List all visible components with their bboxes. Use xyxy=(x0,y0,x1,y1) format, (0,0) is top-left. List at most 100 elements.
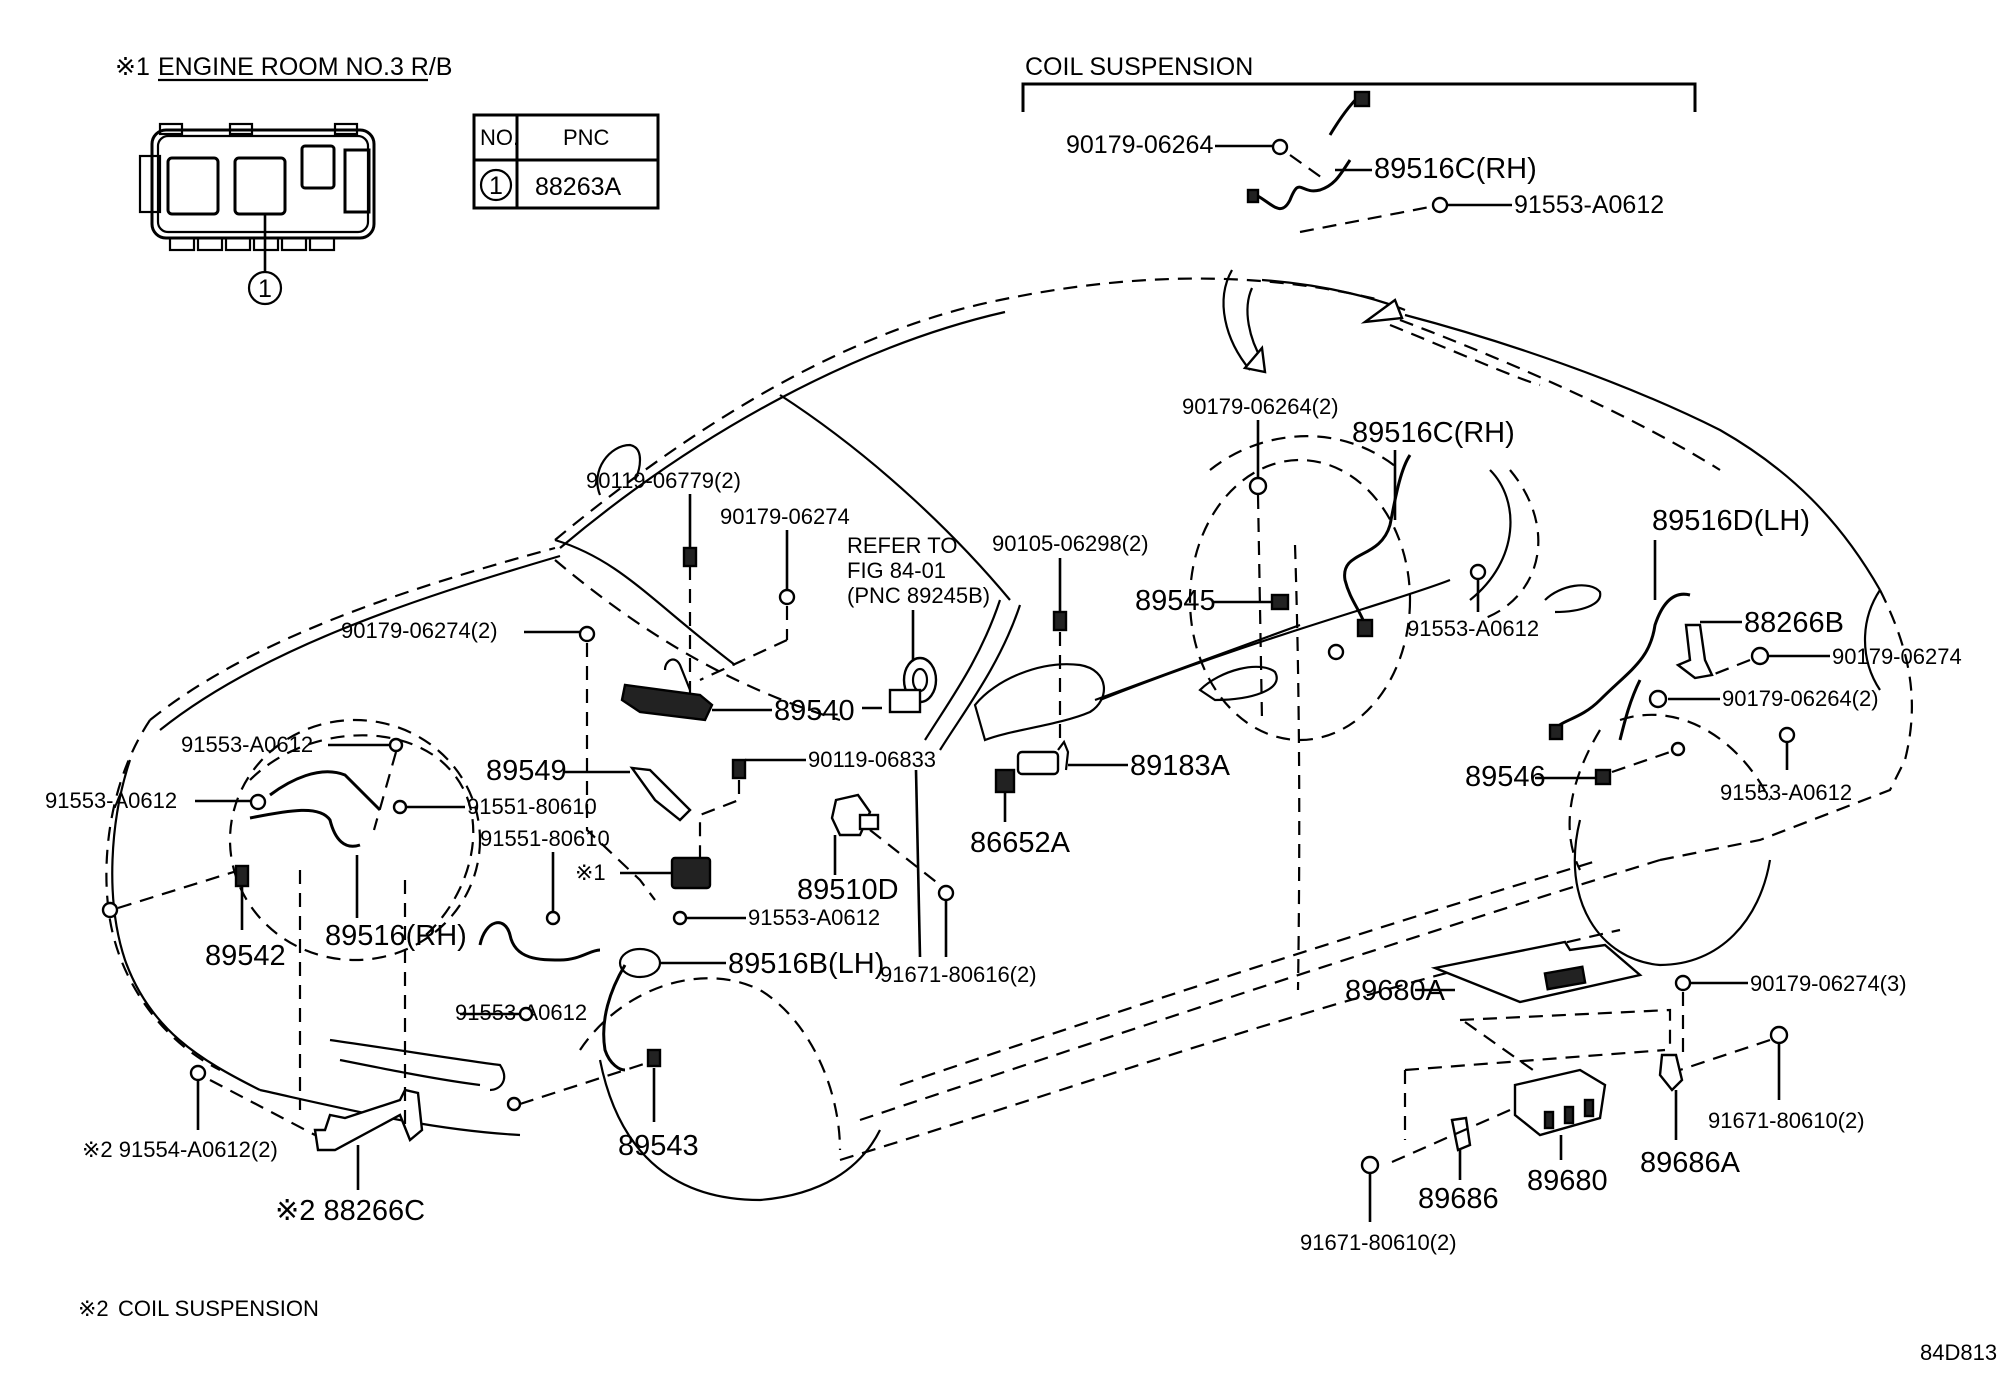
bracket-89549-icon xyxy=(629,766,692,822)
bolt-icon xyxy=(392,799,408,815)
label-90179-06274-2: 90179-06274(2) xyxy=(341,618,498,643)
label-91553-a0612-rear: 91553-A0612 xyxy=(1720,780,1852,805)
refer-to-line2: FIG 84-01 xyxy=(847,558,946,583)
bolt-icon xyxy=(1469,563,1487,581)
front-lh-sensor-harness-icon xyxy=(478,921,601,962)
label-91671-80610-lower: 91671-80610(2) xyxy=(1300,1230,1457,1255)
label-90119-06833: 90119-06833 xyxy=(808,747,936,772)
label-89516d-lh: 89516D(LH) xyxy=(1652,505,1810,537)
yaw-sensor-icon xyxy=(620,658,714,722)
label-89549: 89549 xyxy=(486,755,567,787)
bolt-icon xyxy=(1769,1025,1789,1045)
coil-suspension-title: COIL SUSPENSION xyxy=(1025,53,1253,81)
label-90105-06298: 90105-06298(2) xyxy=(992,531,1149,556)
bolt-icon xyxy=(672,910,688,926)
nut-icon xyxy=(1750,646,1770,666)
coil-suspension-bracket xyxy=(1021,82,1697,112)
bolt-icon xyxy=(101,901,119,919)
label-90119-06779: 90119-06779(2) xyxy=(586,468,741,493)
bolt-icon xyxy=(682,546,698,568)
label-89543: 89543 xyxy=(618,1130,699,1162)
rear-lh-sensor-harness-icon xyxy=(1553,592,1691,731)
label-91554-a0612: ※2 91554-A0612(2) xyxy=(82,1137,278,1162)
bolt-icon xyxy=(1052,610,1068,632)
footnote-text: COIL SUSPENSION xyxy=(118,1296,319,1321)
label-91553-a0612-mid: 91553-A0612 xyxy=(748,905,880,930)
bolt-icon xyxy=(506,1096,522,1112)
relay-box-icon xyxy=(138,122,376,272)
front-rh-sensor-harness-icon xyxy=(269,770,382,812)
bolt-icon xyxy=(937,884,955,902)
table-header-no: NO. xyxy=(480,125,519,150)
label-89183a: 89183A xyxy=(1130,750,1231,782)
label-88266b: 88266B xyxy=(1744,607,1844,639)
label-91553-a0612-front-left: 91553-A0612 xyxy=(45,788,177,813)
nut-icon xyxy=(578,625,596,643)
pnc-table: NO. PNC 1 88263A xyxy=(472,113,660,210)
nut-icon xyxy=(1674,974,1692,992)
refer-to-line1: REFER TO xyxy=(847,533,957,558)
coil-suspension-inset: COIL SUSPENSION 90179-06264 89516C(RH) 9… xyxy=(1021,53,1697,374)
speed-sensor-icon xyxy=(1270,593,1290,611)
bracket-89686a-icon xyxy=(1658,1053,1684,1092)
label-89516b-lh: 89516B(LH) xyxy=(728,948,884,980)
label-mark-1: ※1 xyxy=(575,860,606,885)
label-91671-80616: 91671-80616(2) xyxy=(880,962,1037,987)
label-89516c-rh: 89516C(RH) xyxy=(1352,417,1515,449)
bolt-icon xyxy=(249,793,267,811)
label-91671-80610-right: 91671-80610(2) xyxy=(1708,1108,1865,1133)
sensor-89542-icon xyxy=(234,864,250,888)
rear-sensor-harness-icon xyxy=(1343,454,1412,626)
cover-89680a-icon xyxy=(1430,940,1643,1004)
label-89510d: 89510D xyxy=(797,874,899,906)
bolt-icon xyxy=(1327,643,1345,661)
label-90179-06264-2a: 90179-06264(2) xyxy=(1182,394,1339,419)
label-89686: 89686 xyxy=(1418,1183,1499,1215)
bolt-icon xyxy=(1431,196,1449,214)
ecu-89680-icon xyxy=(1513,1068,1607,1137)
steering-sensor-icon xyxy=(888,656,938,714)
label-91553-a0612-door: 91553-A0612 xyxy=(1407,616,1539,641)
label-90179-06274-b: 90179-06274 xyxy=(1832,644,1962,669)
label-89542: 89542 xyxy=(205,940,286,972)
footnote-mark: ※2 xyxy=(78,1296,109,1321)
label-88266c: ※2 88266C xyxy=(275,1195,425,1227)
bracket-89686-icon xyxy=(1450,1116,1472,1152)
bolt-icon xyxy=(518,1006,534,1022)
callout-1-circle xyxy=(247,270,283,306)
relay-box-inset: ※1 ENGINE ROOM NO.3 R/B 1 xyxy=(115,53,660,306)
sensor-89183a-icon xyxy=(1016,739,1070,776)
coil-inset-label-harness: 89516C(RH) xyxy=(1374,153,1537,185)
label-89546: 89546 xyxy=(1465,761,1546,793)
sensor-89543-icon xyxy=(646,1048,662,1068)
grommet-icon xyxy=(1248,476,1268,496)
refer-to-line3: (PNC 89245B) xyxy=(847,583,990,608)
label-91551-80610-b: 91551-80610 xyxy=(480,826,610,851)
label-90179-06264-2b: 90179-06264(2) xyxy=(1722,686,1879,711)
bracket-88266b-icon xyxy=(1675,623,1714,680)
speed-sensor-icon xyxy=(1594,768,1612,786)
grommet-icon xyxy=(1648,689,1668,709)
relay-box-title-mark: ※1 xyxy=(115,53,150,81)
label-89545: 89545 xyxy=(1135,585,1216,617)
bracket-88266c-icon xyxy=(313,1088,424,1152)
coil-inset-label-nut: 90179-06264 xyxy=(1066,131,1213,159)
table-row-pnc: 88263A xyxy=(535,173,622,201)
figure-id: 84D813 xyxy=(1920,1340,1997,1365)
label-89516-rh: 89516(RH) xyxy=(325,920,467,952)
coil-inset-label-bolt: 91553-A0612 xyxy=(1514,191,1664,219)
connector-86652a-icon xyxy=(994,768,1016,794)
table-header-pnc: PNC xyxy=(563,125,610,150)
sensor-89510d-icon xyxy=(830,793,880,837)
curved-arrow-icon xyxy=(1222,269,1251,371)
label-86652a: 86652A xyxy=(970,827,1071,859)
bolt-icon xyxy=(1670,741,1686,757)
table-row-no-circle xyxy=(479,168,513,202)
label-89540: 89540 xyxy=(774,695,855,727)
callout-1-number: 1 xyxy=(258,275,272,303)
bolt-icon xyxy=(189,1064,207,1082)
bolt-icon xyxy=(731,758,747,780)
label-89680: 89680 xyxy=(1527,1165,1608,1197)
nut-icon xyxy=(778,588,796,606)
